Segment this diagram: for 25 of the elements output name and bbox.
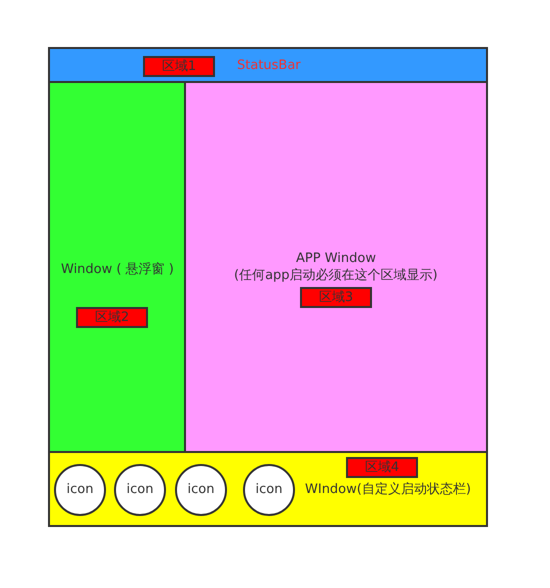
status-bar-label: StatusBar xyxy=(237,58,301,74)
icon-label: icon xyxy=(256,482,282,498)
icon-label: icon xyxy=(66,482,94,498)
icon-circle xyxy=(114,464,166,516)
app-window-note: (任何app启动必须在这个区域显示) xyxy=(234,268,438,284)
icon-circle xyxy=(243,464,295,516)
region-tag xyxy=(346,457,418,478)
region-label: 区域3 xyxy=(318,290,354,306)
status-bar-band xyxy=(48,47,488,83)
region-label: 区域1 xyxy=(162,58,196,74)
app-window-title: APP Window xyxy=(296,251,376,267)
region-tag xyxy=(300,287,372,308)
icon-label: icon xyxy=(188,482,214,498)
taskbar-band xyxy=(48,451,488,527)
region-tag xyxy=(143,56,215,77)
icon-label: icon xyxy=(126,482,154,498)
icon-circle xyxy=(54,464,106,516)
window-panel xyxy=(48,81,186,453)
region-tag xyxy=(76,307,148,328)
icon-circle xyxy=(175,464,227,516)
window-label: Window ( 悬浮窗 ) xyxy=(61,262,174,278)
app-window-panel xyxy=(184,81,488,453)
region-label: 区域2 xyxy=(94,310,130,326)
taskbar-label: WIndow(自定义启动状态栏) xyxy=(305,482,471,498)
region-label: 区域4 xyxy=(364,460,400,476)
